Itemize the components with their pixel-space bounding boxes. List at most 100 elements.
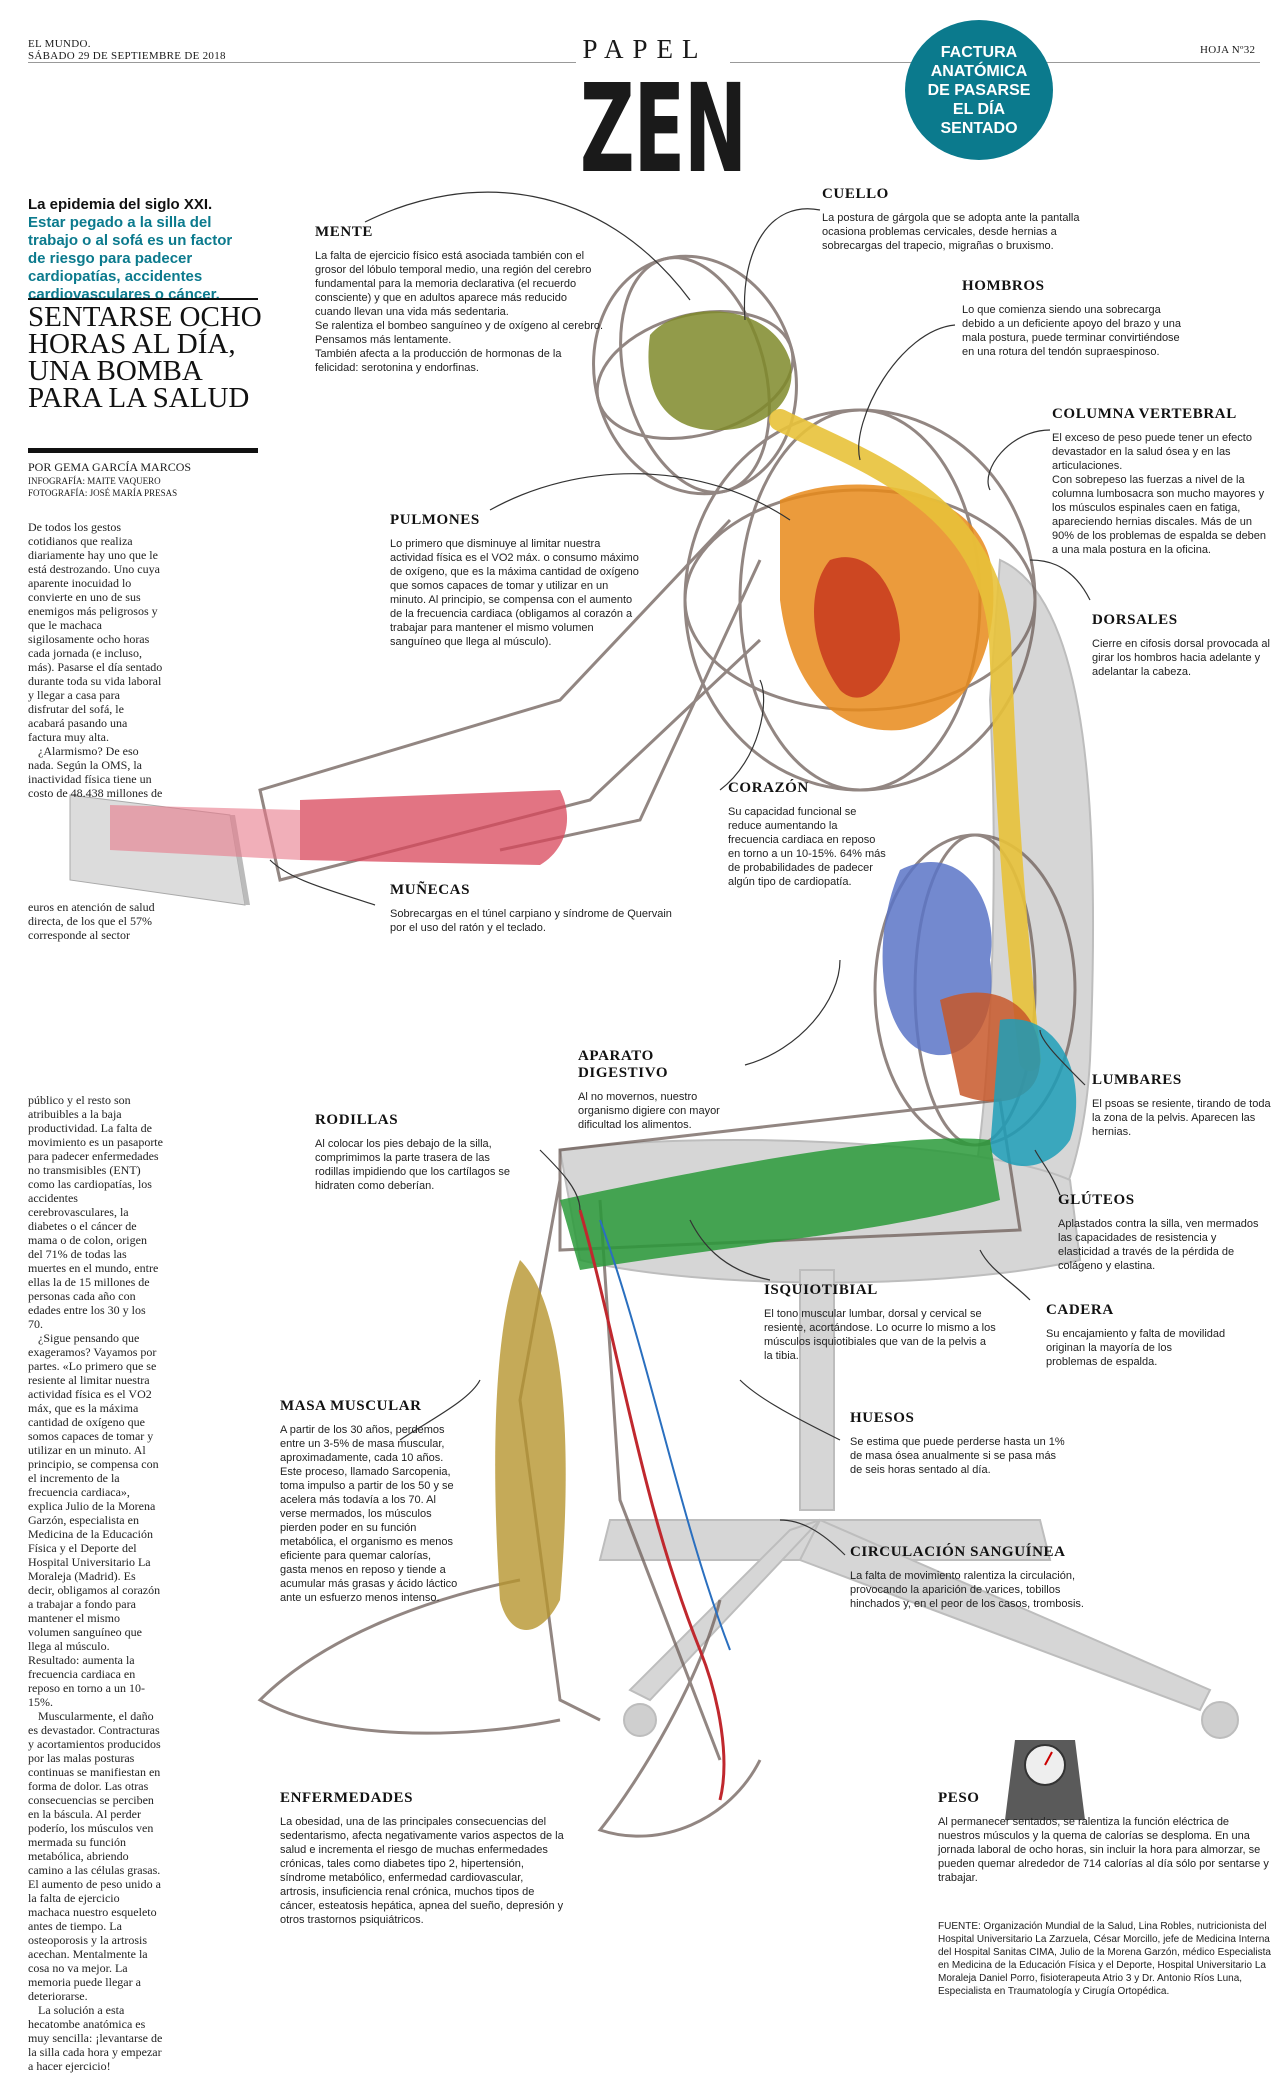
section-peso: PESO Al permanecer sentados, se ralentiz… xyxy=(938,1790,1270,1885)
section-title: MENTE xyxy=(315,224,374,240)
body-paragraph: De todos los gestos cotidianos que reali… xyxy=(28,520,163,744)
section-mente: MENTE La falta de ejercicio físico está … xyxy=(315,224,605,375)
section-label-small: PAPEL xyxy=(582,34,708,64)
section-title: MASA MUSCULAR xyxy=(280,1398,422,1414)
section-body: La obesidad, una de las principales cons… xyxy=(280,1816,564,1926)
epigraph-lead: La epidemia del siglo XXI. xyxy=(28,196,213,213)
paper-name: EL MUNDO. xyxy=(28,38,91,50)
thigh-muscle xyxy=(560,1138,1000,1270)
section-paragraph: El exceso de peso puede tener un efecto … xyxy=(1052,432,1252,472)
badge-text: FACTURA ANATÓMICA DE PASARSE EL DÍA SENT… xyxy=(927,43,1031,137)
section-body: Se estima que puede perderse hasta un 1%… xyxy=(850,1436,1065,1476)
section-body: La postura de gárgola que se adopta ante… xyxy=(822,212,1080,252)
body-paragraph: Muscularmente, el daño es devastador. Co… xyxy=(28,1709,161,2003)
section-title: ISQUIOTIBIAL xyxy=(764,1282,878,1298)
source-credits: FUENTE: Organización Mundial de la Salud… xyxy=(938,1921,1271,1997)
credit-infographic: INFOGRAFÍA: MAITE VAQUERO xyxy=(28,476,161,486)
section-columna-vertebral: COLUMNA VERTEBRAL El exceso de peso pued… xyxy=(1052,406,1270,557)
section-body: La falta de ejercicio físico está asocia… xyxy=(315,249,605,375)
headline-rule-bottom xyxy=(28,448,258,453)
section-aparato-digestivo: APARATO DIGESTIVO Al no movernos, nuestr… xyxy=(578,1048,743,1132)
section-pulmones: PULMONES Lo primero que disminuye al lim… xyxy=(390,512,640,649)
section-dorsales: DORSALES Cierre en cifosis dorsal provoc… xyxy=(1092,612,1272,679)
brain xyxy=(648,311,792,431)
credit-photo: FOTOGRAFÍA: JOSÉ MARÍA PRESAS xyxy=(28,488,178,498)
section-body: El exceso de peso puede tener un efecto … xyxy=(1052,431,1270,557)
section-paragraph: Se ralentiza el bombeo sanguíneo y de ox… xyxy=(315,320,604,346)
section-hombros: HOMBROS Lo que comienza siendo una sobre… xyxy=(962,278,1190,359)
section-body: Al permanecer sentados, se ralentiza la … xyxy=(938,1816,1269,1884)
section-title: DORSALES xyxy=(1092,612,1178,628)
section-title: CIRCULACIÓN SANGUÍNEA xyxy=(850,1544,1066,1560)
section-title: CADERA xyxy=(1046,1302,1114,1318)
section-title: ENFERMEDADES xyxy=(280,1790,414,1806)
body-column-3: público y el resto son atribuibles a la … xyxy=(28,1093,163,2073)
section-title: PULMONES xyxy=(390,512,480,528)
body-column-1: De todos los gestos cotidianos que reali… xyxy=(28,520,163,800)
section-circulacion-sanguinea: CIRCULACIÓN SANGUÍNEA La falta de movimi… xyxy=(850,1544,1085,1611)
section-huesos: HUESOS Se estima que puede perderse hast… xyxy=(850,1410,1070,1477)
section-title: CUELLO xyxy=(822,186,889,202)
issue-date: SÁBADO 29 DE SEPTIEMBRE DE 2018 xyxy=(28,50,226,62)
section-body: A partir de los 30 años, perdemos entre … xyxy=(280,1424,458,1604)
section-rodillas: RODILLAS Al colocar los pies debajo de l… xyxy=(315,1112,525,1193)
page-number: HOJA Nº32 xyxy=(1200,44,1256,56)
section-corazon: CORAZÓN Su capacidad funcional se reduce… xyxy=(728,780,890,889)
spine xyxy=(769,409,1041,1071)
section-masa-muscular: MASA MUSCULAR A partir de los 30 años, p… xyxy=(280,1398,460,1605)
section-title: COLUMNA VERTEBRAL xyxy=(1052,406,1237,422)
heart xyxy=(813,557,900,698)
section-body: Sobrecargas en el túnel carpiano y síndr… xyxy=(390,908,672,934)
section-title: PESO xyxy=(938,1790,980,1806)
section-title: MUÑECAS xyxy=(390,882,471,898)
forearm-muscle xyxy=(300,790,568,865)
section-gluteos: GLÚTEOS Aplastados contra la silla, ven … xyxy=(1058,1192,1268,1273)
section-title: APARATO DIGESTIVO xyxy=(578,1048,669,1081)
body-paragraph: ¿Alarmismo? De eso nada. Según la OMS, l… xyxy=(28,744,163,800)
organs xyxy=(110,311,1077,1801)
body-paragraph: La solución a esta hecatombe anatómica e… xyxy=(28,2003,163,2073)
section-body: El psoas se resiente, tirando de toda la… xyxy=(1092,1098,1271,1138)
section-paragraph: También afecta a la producción de hormon… xyxy=(315,348,562,374)
section-body: Su encajamiento y falta de movilidad ori… xyxy=(1046,1328,1226,1368)
wrist-muscle xyxy=(110,805,300,860)
leader-lines xyxy=(269,191,1091,1556)
byline: POR GEMA GARCÍA MARCOS xyxy=(28,460,192,474)
header-rule-left xyxy=(28,62,576,63)
section-body: Al colocar los pies debajo de la silla, … xyxy=(315,1138,511,1192)
body-column-2: euros en atención de salud directa, de l… xyxy=(28,900,155,942)
section-body: Su capacidad funcional se reduce aumenta… xyxy=(728,806,886,888)
section-paragraph: La falta de ejercicio físico está asocia… xyxy=(315,250,592,318)
section-body: Al no movernos, nuestro organismo digier… xyxy=(578,1091,720,1131)
section-lumbares: LUMBARES El psoas se resiente, tirando d… xyxy=(1092,1072,1274,1139)
section-label-big: ZEN xyxy=(579,58,747,200)
section-body: La falta de movimiento ralentiza la circ… xyxy=(850,1570,1084,1610)
section-title: HOMBROS xyxy=(962,278,1045,294)
section-cadera: CADERA Su encajamiento y falta de movili… xyxy=(1046,1302,1226,1369)
section-body: El tono muscular lumbar, dorsal y cervic… xyxy=(764,1308,996,1362)
section-body: Lo primero que disminuye al limitar nues… xyxy=(390,538,639,648)
headline-rule-top xyxy=(28,298,258,300)
section-cuello: CUELLO La postura de gárgola que se adop… xyxy=(822,186,1082,253)
section-enfermedades: ENFERMEDADES La obesidad, una de las pri… xyxy=(280,1790,565,1927)
epigraph-text: Estar pegado a la silla del trabajo o al… xyxy=(28,214,233,303)
section-isquiotibial: ISQUIOTIBIAL El tono muscular lumbar, do… xyxy=(764,1282,996,1363)
calf-muscle xyxy=(495,1260,566,1630)
badge-circle: FACTURA ANATÓMICA DE PASARSE EL DÍA SENT… xyxy=(905,20,1053,160)
body-paragraph: ¿Sigue pensando que exageramos? Vayamos … xyxy=(28,1331,161,1709)
section-paragraph: Con sobrepeso las fuerzas a nivel de la … xyxy=(1052,474,1267,556)
section-title: CORAZÓN xyxy=(728,780,809,796)
section-title: RODILLAS xyxy=(315,1112,399,1128)
section-body: Aplastados contra la silla, ven mermados… xyxy=(1058,1218,1259,1272)
section-title: GLÚTEOS xyxy=(1058,1192,1135,1208)
section-munecas: MUÑECAS Sobrecargas en el túnel carpiano… xyxy=(390,882,675,935)
scale-icon xyxy=(1005,1740,1085,1820)
blood-vessels xyxy=(578,1209,726,1801)
glutes xyxy=(990,1019,1077,1167)
body-paragraph: público y el resto son atribuibles a la … xyxy=(28,1093,163,1331)
headline: SENTARSE OCHO HORAS AL DÍA, UNA BOMBA PA… xyxy=(28,301,262,414)
section-title: HUESOS xyxy=(850,1410,915,1426)
section-title: LUMBARES xyxy=(1092,1072,1182,1088)
section-body: Lo que comienza siendo una sobrecarga de… xyxy=(962,304,1181,358)
